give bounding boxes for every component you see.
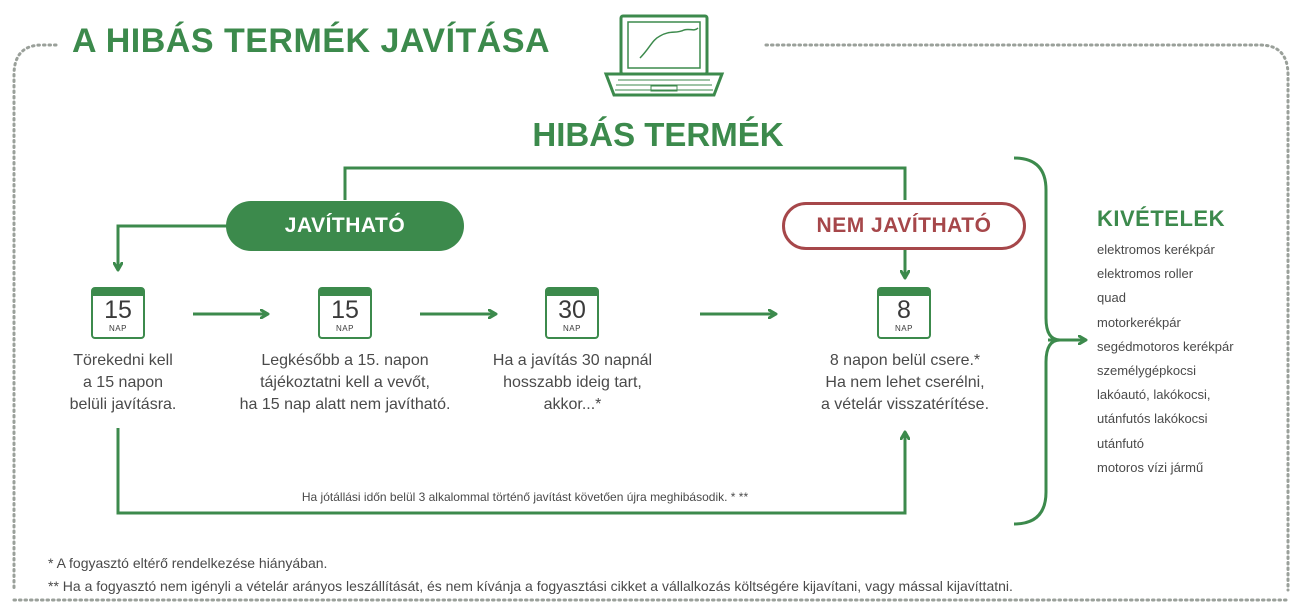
day-count: 15 <box>104 296 132 324</box>
footnote-1: * A fogyasztó eltérő rendelkezése hiányá… <box>48 555 328 571</box>
text-line: a vételár visszatérítése. <box>820 396 990 413</box>
repairable-badge: JAVÍTHATÓ <box>226 201 464 251</box>
list-item: lakóautó, lakókocsi, <box>1097 387 1211 403</box>
exceptions-list: elektromos kerékpár elektromos roller qu… <box>1097 238 1234 480</box>
dotted-frame <box>12 43 1290 602</box>
calendar-icon: 15 NAP <box>91 287 145 339</box>
day-unit: NAP <box>336 324 354 333</box>
page-title: A HIBÁS TERMÉK JAVÍTÁSA <box>72 22 551 60</box>
list-item: elektromos kerékpár <box>1097 242 1215 257</box>
text-line: Ha nem lehet cserélni, <box>825 374 985 391</box>
day-unit: NAP <box>109 324 127 333</box>
list-item: motorkerékpár <box>1097 314 1181 330</box>
list-item: személygépkocsi <box>1097 363 1196 379</box>
day-count: 15 <box>331 296 359 324</box>
step-text: Legkésőbb a 15. napon tájékoztatni kell … <box>220 350 470 416</box>
loop-arrow <box>116 428 905 515</box>
text-line: 8 napon belül csere.* <box>829 352 981 369</box>
text-line: Törekedni kell <box>73 352 173 369</box>
day-unit: NAP <box>563 324 581 333</box>
repairable-arrow <box>118 224 228 270</box>
laptop-icon <box>603 14 725 97</box>
list-item: utánfutós lakókocsi <box>1097 411 1208 427</box>
not-repairable-badge: NEM JAVÍTHATÓ <box>782 202 1026 250</box>
calendar-icon: 8 NAP <box>877 287 931 339</box>
text-line: akkor...* <box>543 396 602 413</box>
list-item: motoros vízi jármű <box>1097 459 1204 475</box>
subject-heading: HIBÁS TERMÉK <box>532 116 784 153</box>
day-count: 8 <box>897 296 911 324</box>
calendar-icon: 30 NAP <box>545 287 599 339</box>
text-line: a 15 napon <box>82 374 164 391</box>
day-unit: NAP <box>895 324 913 333</box>
exceptions-title: KIVÉTELEK <box>1097 206 1225 231</box>
day-count: 30 <box>558 296 586 324</box>
list-item: segédmotoros kerékpár <box>1097 338 1234 354</box>
list-item: utánfutó <box>1097 435 1144 451</box>
split-lines <box>343 166 907 200</box>
calendar-icon: 15 NAP <box>318 287 372 339</box>
text-line: ha 15 nap alatt nem javítható. <box>239 396 451 413</box>
step-text: 8 napon belül csere.* Ha nem lehet cseré… <box>795 350 1015 416</box>
step-text: Ha a javítás 30 napnál hosszabb ideig ta… <box>460 350 685 416</box>
text-line: belüli javításra. <box>69 396 177 413</box>
text-line: tájékoztatni kell a vevőt, <box>260 374 430 391</box>
list-item: quad <box>1097 290 1126 306</box>
footnote-2: ** Ha a fogyasztó nem igényli a vételár … <box>48 578 1013 594</box>
loop-label: Ha jótállási időn belül 3 alkalommal tör… <box>301 490 749 504</box>
text-line: Ha a javítás 30 napnál <box>492 352 653 369</box>
step-text: Törekedni kell a 15 napon belüli javítás… <box>18 350 228 416</box>
text-line: Legkésőbb a 15. napon <box>261 352 429 369</box>
list-item: elektromos roller <box>1097 266 1194 282</box>
text-line: hosszabb ideig tart, <box>503 374 642 391</box>
